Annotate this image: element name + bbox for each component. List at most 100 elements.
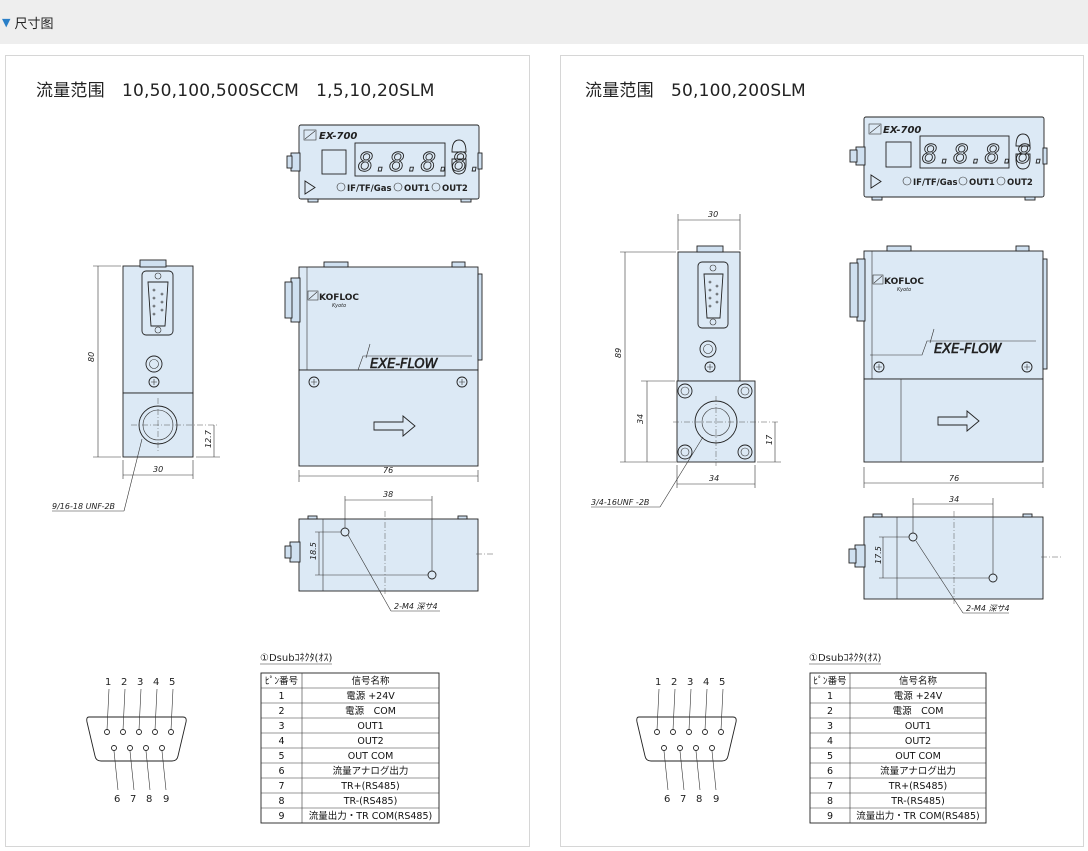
left-dim-hole-off: 18.5 bbox=[309, 542, 318, 560]
table-cell: 6 bbox=[827, 766, 833, 777]
table-cell: 2 bbox=[827, 706, 833, 717]
left-mount-holes: 2-M4 深サ4 bbox=[394, 602, 438, 611]
pin-5: 5 bbox=[169, 677, 175, 688]
table-cell: 1 bbox=[278, 691, 284, 702]
pin-6: 6 bbox=[664, 794, 670, 805]
pin-9: 9 bbox=[163, 794, 169, 805]
left-brand-sub: Kyoto bbox=[332, 303, 346, 309]
right-ind-2: OUT1 bbox=[969, 178, 995, 188]
collapse-triangle-icon[interactable]: ▼ bbox=[2, 15, 11, 29]
left-connector-title: ①Dsubｺﾈｸﾀ(ｵｽ) bbox=[260, 652, 332, 664]
pin-7: 7 bbox=[680, 794, 686, 805]
left-brand: KOFLOC bbox=[319, 293, 359, 303]
right-panel-title: 流量范围 50,100,200SLM bbox=[585, 81, 806, 101]
pin-8: 8 bbox=[146, 794, 152, 805]
pin-2: 2 bbox=[671, 677, 677, 688]
front-view: EX-700 8.8.8.8. IF/TF/Gas OUT1 OUT2 bbox=[849, 116, 1048, 201]
table-cell: 6 bbox=[278, 766, 284, 777]
table-cell: TR-(RS485) bbox=[890, 796, 945, 807]
left-dim-height: 80 bbox=[87, 352, 96, 362]
pin-9: 9 bbox=[713, 794, 719, 805]
left-dim-length: 76 bbox=[383, 466, 393, 475]
table-cell: TR-(RS485) bbox=[343, 796, 398, 807]
bottom-view: 34 17.5 2-M4 深サ4 bbox=[848, 495, 1061, 614]
down-button-icon bbox=[451, 158, 467, 175]
pin-4: 4 bbox=[703, 677, 709, 688]
left-ind-1: IF/TF/Gas bbox=[347, 184, 392, 194]
left-panel-title: 流量范围 10,50,100,500SCCM 1,5,10,20SLM bbox=[36, 81, 435, 101]
left-dim-port-h: 12.7 bbox=[204, 429, 213, 448]
front-view: EX-700 8.8.8.8. IF/TF/Gas OUT1 OUT2 bbox=[286, 124, 484, 203]
left-dim-hole-span: 38 bbox=[383, 490, 393, 499]
pin-1: 1 bbox=[655, 677, 661, 688]
left-digits: 8.8.8.8. bbox=[358, 148, 483, 178]
right-dim-length: 76 bbox=[949, 474, 959, 483]
right-connector-title: ①Dsubｺﾈｸﾀ(ｵｽ) bbox=[809, 652, 881, 664]
bottom-view: 38 18.5 2-M4 深サ4 bbox=[284, 490, 494, 612]
end-view: 80 12.7 30 9/16-18 UNF-2B bbox=[52, 259, 220, 512]
table-cell: 7 bbox=[827, 781, 833, 792]
play-triangle-icon bbox=[870, 174, 882, 189]
left-port-thread: 9/16-18 UNF-2B bbox=[52, 502, 115, 511]
right-brand: KOFLOC bbox=[884, 277, 924, 287]
table-cell: OUT1 bbox=[357, 721, 383, 732]
play-triangle-icon bbox=[304, 180, 316, 195]
left-panel: 流量范围 10,50,100,500SCCM 1,5,10,20SLM EX-7… bbox=[5, 55, 530, 847]
left-dim-width: 30 bbox=[153, 465, 163, 474]
left-ind-3: OUT2 bbox=[442, 184, 468, 194]
left-product-name: EXE-FLOW bbox=[370, 357, 439, 372]
table-header-signal: 信号名称 bbox=[351, 675, 390, 687]
right-drawing: EX-700 8.8.8.8. IF/TF/Gas OUT1 OUT2 bbox=[591, 116, 1061, 824]
pin-table: ①Dsubｺﾈｸﾀ(ｵｽ) ﾋﾟﾝ番号 信号名称 1 電源 +24V 2 電源 … bbox=[260, 652, 440, 824]
pin-5: 5 bbox=[719, 677, 725, 688]
table-cell: 7 bbox=[278, 781, 284, 792]
table-cell: OUT2 bbox=[357, 736, 383, 747]
right-ind-1: IF/TF/Gas bbox=[913, 178, 958, 188]
section-header: ▼ 尺寸图 bbox=[0, 0, 1088, 44]
flow-arrow-icon bbox=[937, 410, 980, 432]
table-cell: OUT1 bbox=[905, 721, 931, 732]
table-cell: 2 bbox=[278, 706, 284, 717]
dsub-pinout: 1 2 3 4 5 6 7 8 9 bbox=[86, 677, 187, 805]
pin-6: 6 bbox=[114, 794, 120, 805]
pin-4: 4 bbox=[153, 677, 159, 688]
table-cell: 4 bbox=[278, 736, 284, 747]
table-header-pin: ﾋﾟﾝ番号 bbox=[265, 675, 298, 687]
section-title: 尺寸图 bbox=[14, 16, 54, 32]
flow-arrow-icon bbox=[373, 415, 416, 437]
right-dim-block-h: 34 bbox=[636, 414, 645, 424]
right-dim-width: 30 bbox=[708, 210, 718, 219]
up-button-icon bbox=[1015, 133, 1031, 147]
pin-8: 8 bbox=[696, 794, 702, 805]
table-cell: 電源 COM bbox=[345, 706, 396, 717]
right-dim-port-h: 17 bbox=[765, 434, 774, 445]
right-ind-3: OUT2 bbox=[1007, 178, 1033, 188]
table-cell: 流量アナログ出力 bbox=[880, 765, 956, 777]
table-cell: TR+(RS485) bbox=[888, 781, 948, 792]
pin-3: 3 bbox=[687, 677, 693, 688]
pin-7: 7 bbox=[130, 794, 136, 805]
right-panel: 流量范围 50,100,200SLM EX-700 8.8.8.8. IF/TF… bbox=[560, 55, 1084, 847]
up-button-icon bbox=[451, 139, 467, 153]
table-cell: OUT2 bbox=[905, 736, 931, 747]
left-model-label: EX-700 bbox=[319, 131, 357, 142]
down-button-icon bbox=[1015, 153, 1031, 170]
pin-2: 2 bbox=[121, 677, 127, 688]
right-dim-hole-span: 34 bbox=[949, 495, 959, 504]
right-mount-holes: 2-M4 深サ4 bbox=[966, 604, 1010, 613]
right-dim-block-w: 34 bbox=[709, 474, 719, 483]
left-ind-2: OUT1 bbox=[404, 184, 430, 194]
dsub-pinout: 1 2 3 4 5 6 7 8 9 bbox=[636, 677, 737, 805]
pin-1: 1 bbox=[105, 677, 111, 688]
side-view: KOFLOC Kyoto EXE-FLOW 76 bbox=[284, 261, 483, 482]
table-cell: 3 bbox=[827, 721, 833, 732]
table-cell: 電源 +24V bbox=[894, 691, 943, 702]
left-drawing: EX-700 8.8.8.8. IF/TF/Gas OUT1 OUT2 bbox=[52, 124, 494, 824]
table-cell: OUT COM bbox=[895, 751, 941, 762]
table-cell: 電源 COM bbox=[893, 706, 944, 717]
side-view: KOFLOC Kyoto EXE-FLOW 76 bbox=[849, 245, 1048, 488]
right-dim-height: 89 bbox=[614, 348, 623, 358]
table-cell: 流量アナログ出力 bbox=[333, 765, 409, 777]
table-header-pin: ﾋﾟﾝ番号 bbox=[813, 675, 846, 687]
table-cell: TR+(RS485) bbox=[340, 781, 400, 792]
